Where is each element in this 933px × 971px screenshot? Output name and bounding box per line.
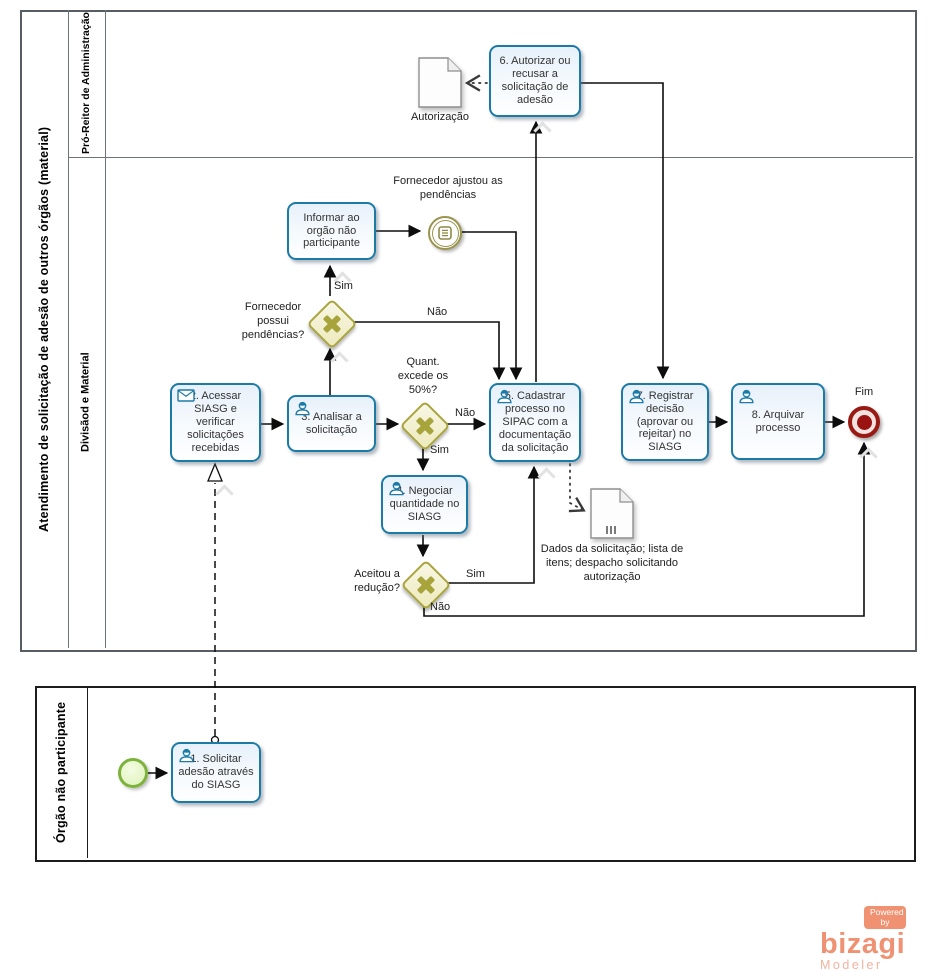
document-icon: [590, 488, 634, 539]
task-analisar[interactable]: 3. Analisar a solicitação: [287, 395, 376, 452]
edge-label-nao: Não: [427, 306, 448, 318]
user-icon: [628, 389, 645, 408]
task-label: 6. Autorizar ou recusar a solicitação de…: [499, 55, 571, 106]
label-gateway-reducao: Aceitou a redução?: [354, 568, 400, 594]
label-autorizacao: Autorização: [410, 111, 470, 123]
pool-main: [20, 10, 917, 652]
start-event[interactable]: [118, 758, 148, 788]
powered-by-badge: Powered by: [864, 906, 906, 929]
edge-label-nao: Não: [430, 601, 451, 613]
edge-label-nao: Não: [455, 407, 476, 419]
pool-main-title-divider: [68, 10, 69, 648]
task-informar-orgao[interactable]: Informar ao orgão não participante: [287, 202, 376, 260]
end-event[interactable]: [848, 406, 880, 438]
edge-label-sim: Sim: [430, 444, 449, 456]
task-label: 5. Cadastrar processo no SIPAC com a doc…: [498, 390, 572, 454]
pool-external-title: Órgão não participante: [54, 701, 68, 843]
document-autorizacao[interactable]: [418, 57, 462, 113]
task-label: 7. Registrar decisão (aprovar ou rejeita…: [636, 389, 694, 454]
user-icon: [496, 389, 513, 408]
user-icon: [388, 481, 405, 500]
list-icon: [438, 226, 452, 240]
task-autorizar-recusar[interactable]: 6. Autorizar ou recusar a solicitação de…: [489, 45, 581, 117]
label-gateway-quantidade: Quant. excede os 50%?: [397, 356, 449, 396]
task-label: 8. Arquivar processo: [751, 408, 805, 434]
edge-label-sim: Sim: [466, 568, 485, 580]
pool-external: [35, 686, 916, 862]
document-dados-solicitacao[interactable]: [590, 488, 634, 544]
task-arquivar[interactable]: 8. Arquivar processo: [731, 383, 825, 460]
bizagi-wordmark: bizagi: [820, 928, 906, 960]
lane-divisao-material: Divisãod e Material: [79, 352, 92, 453]
task-label: 3. Analisar a solicitação: [301, 410, 362, 436]
task-acessar-siasg[interactable]: 2. Acessar SIASG e verificar solicitaçõe…: [170, 383, 261, 462]
label-fim: Fim: [854, 386, 874, 398]
task-solicitar-adesao[interactable]: 1. Solicitar adesão através do SIASG: [171, 742, 261, 803]
bizagi-logo: Powered by bizagi Modeler: [820, 906, 916, 971]
task-negociar[interactable]: 4. Negociar quantidade no SIASG: [381, 475, 468, 534]
task-label: 4. Negociar quantidade no SIASG: [389, 485, 460, 523]
label-gateway-fornecedor: Fornecedor possui pendências?: [241, 301, 305, 341]
lane-name-divider: [105, 10, 106, 648]
edge-label-sim: Sim: [334, 280, 353, 292]
task-label: 1. Solicitar adesão através do SIASG: [178, 753, 254, 791]
task-registrar-decisao[interactable]: 7. Registrar decisão (aprovar ou rejeita…: [621, 383, 709, 461]
lane-separator: [68, 157, 913, 158]
lane-pro-reitor: Pró-Reitor de Administração: [79, 12, 92, 155]
modeler-label: Modeler: [820, 958, 883, 971]
message-event-fornecedor-ajustou[interactable]: [428, 216, 462, 250]
pool-external-title-divider: [87, 686, 88, 858]
user-icon: [294, 401, 311, 420]
user-icon: [738, 389, 755, 408]
document-icon: [418, 57, 462, 108]
pool-main-title: Atendimento de solicitação de adesão de …: [37, 126, 51, 532]
task-cadastrar-sipac[interactable]: 5. Cadastrar processo no SIPAC com a doc…: [489, 383, 581, 462]
envelope-icon: [177, 389, 195, 406]
user-icon: [178, 748, 195, 767]
label-dados-solicitacao: Dados da solicitação; lista de itens; de…: [540, 543, 684, 583]
task-label: 2. Acessar SIASG e verificar solicitaçõe…: [187, 390, 244, 454]
label-fornecedor-ajustou: Fornecedor ajustou as pendências: [393, 175, 503, 201]
task-label: Informar ao orgão não participante: [303, 211, 360, 250]
